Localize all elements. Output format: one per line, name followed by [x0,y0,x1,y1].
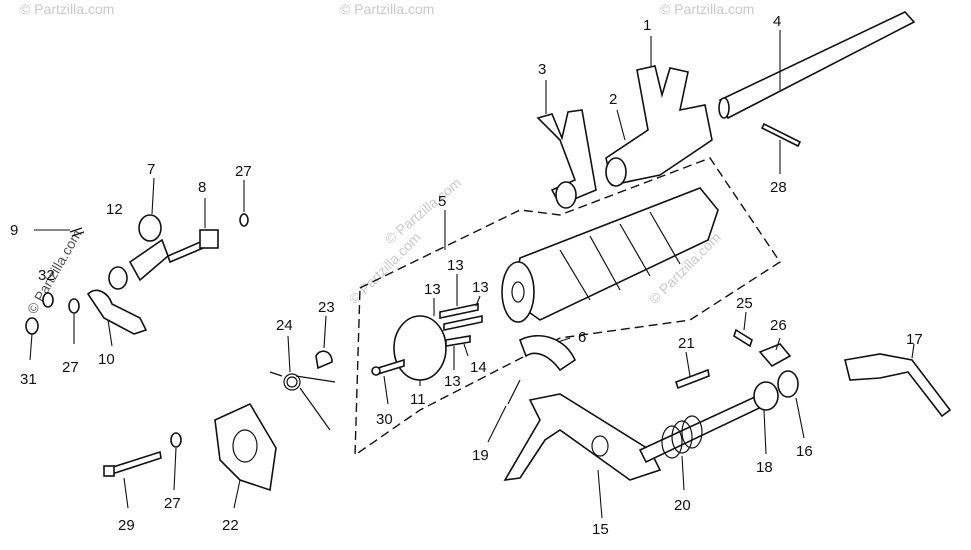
callout-29: 29 [118,517,135,534]
watermark: © Partzilla.com [660,1,754,17]
spindle-washer [777,370,799,398]
stopper-lever [86,289,148,335]
guide-plate-hole [232,429,258,463]
roller [108,266,128,290]
callout-13d: 13 [444,373,461,390]
callout-15: 15 [592,521,609,538]
callout-30: 30 [376,411,393,428]
watermark: © Partzilla.com [340,1,434,17]
pivot-bolt [674,368,710,390]
callout-3: 3 [538,61,546,78]
washer-small [239,213,249,227]
cam-plate [393,315,447,381]
callout-10: 10 [98,351,115,368]
callout-26: 26 [770,317,787,334]
callout-1: 1 [643,17,651,34]
bolt-collar [199,229,219,249]
assembly-outline [354,157,781,457]
callout-13b: 13 [424,281,441,298]
callout-13: 13 [447,257,464,274]
callout-21: 21 [678,335,695,352]
callout-14: 14 [470,359,487,376]
spindle-spring [661,415,703,459]
callout-7: 7 [147,161,155,178]
spindle-collar [753,381,779,411]
guide-plate [214,402,277,492]
drum-pins [439,303,483,347]
lock-bolt [733,328,753,348]
shift-arm-hole [591,435,609,457]
shift-fork-left [536,109,597,209]
callout-18: 18 [756,459,773,476]
shift-fork-center [605,65,713,187]
watermark: © Partzilla.com [346,229,424,307]
callout-23: 23 [318,299,335,316]
nut-small [42,292,54,308]
callout-6: 6 [578,329,586,346]
callout-5: 5 [438,193,446,210]
callout-27b: 27 [62,359,79,376]
callout-12: 12 [106,201,123,218]
bolt-head [103,465,115,477]
pin [760,122,802,148]
callout-8: 8 [198,179,206,196]
lock-plate [758,343,792,368]
callout-24: 24 [276,317,293,334]
callout-16: 16 [796,443,813,460]
stopper-plate [518,335,577,372]
washer-large [138,214,162,242]
arm-spring [507,379,521,405]
nut [25,317,39,335]
callout-11: 11 [410,391,426,408]
callout-13c: 13 [472,279,489,296]
washer-left [68,298,80,314]
watermark: © Partzilla.com [20,1,114,17]
callout-4: 4 [773,13,781,30]
callout-9: 9 [10,222,18,239]
callout-2: 2 [609,91,617,108]
leader-lines [29,30,915,519]
callout-28: 28 [770,179,787,196]
callout-25: 25 [736,295,753,312]
return-spring [269,371,336,431]
stopper-arm [128,238,169,282]
washer [170,432,182,448]
shift-fork-shaft [718,11,916,120]
callout-17: 17 [906,331,923,348]
callout-31: 31 [20,371,37,388]
spindle-end [844,353,952,418]
callout-27c: 27 [164,495,181,512]
watermark: © Partzilla.com [382,174,465,247]
screw [377,358,405,376]
callout-19: 19 [472,447,489,464]
callout-22: 22 [222,517,239,534]
callout-labels: 1 2 3 4 5 6 7 8 9 10 11 12 13 13 13 13 1… [10,13,923,538]
callout-20: 20 [674,497,691,514]
collar [315,350,333,370]
shift-arm [503,393,662,482]
spring-small [69,227,85,237]
callout-32: 32 [38,267,55,284]
shift-drum [501,187,719,323]
callout-27: 27 [235,163,252,180]
screw-head [371,366,381,376]
bolt [108,450,162,476]
